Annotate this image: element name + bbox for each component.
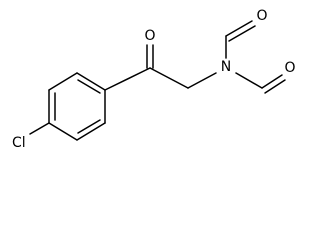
formyl1-oxygen-label: O — [256, 8, 267, 24]
formyl1-double-bond-a — [225, 20, 253, 37]
ring-bond-2 — [48, 72, 78, 91]
formyl2-double-bond-b — [264, 79, 286, 94]
formyl1-double-bond-b — [228, 25, 256, 42]
ring-bond-6 — [48, 122, 78, 141]
ring-bond-5 — [76, 122, 106, 141]
benzene-ring — [48, 72, 106, 141]
ketone-oxygen-label: O — [144, 28, 155, 44]
nitrogen-atom-label: N — [221, 59, 231, 75]
c-cl-bond — [29, 122, 50, 135]
chlorine-atom-label: Cl — [12, 135, 26, 151]
carbonyl-ch2-bond — [149, 67, 189, 89]
formyl2-double-bond-a — [261, 74, 283, 89]
ring-bond-3-inner — [77, 79, 101, 94]
ch2-n-bond — [187, 72, 217, 89]
chemical-structure-diagram: Cl O N O O — [12, 8, 296, 151]
ring-bond-3 — [76, 72, 106, 91]
ring-bond-5-inner — [77, 119, 101, 134]
ring-carbonyl-bond — [104, 67, 151, 91]
n-formyl2-bond — [235, 72, 263, 89]
formyl2-oxygen-label: O — [284, 60, 295, 76]
